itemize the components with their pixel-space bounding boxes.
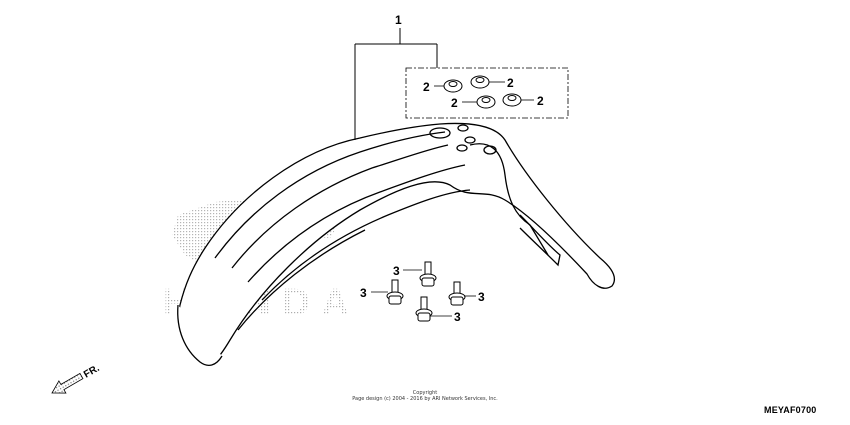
grommet-group-box [405,67,569,119]
callout-2-label-d[interactable]: 2 [537,94,544,108]
mount-hole-5 [483,145,497,155]
callout-3-label-d[interactable]: 3 [454,310,461,324]
callout-2-label-c[interactable]: 2 [451,96,458,110]
callout-3-label-c[interactable]: 3 [478,290,485,304]
bolt-1[interactable] [419,261,437,287]
grommet-4[interactable] [502,93,522,107]
callout-2-label-a[interactable]: 2 [423,80,430,94]
callout-3-label-b[interactable]: 3 [360,286,367,300]
fender-rib-5 [237,229,366,331]
callout-1-label[interactable]: 1 [395,13,402,27]
fender-rib-1 [214,131,446,259]
fender-front-lip [177,304,223,367]
mount-hole-2 [457,124,469,132]
bolt-2[interactable] [386,279,404,305]
grommet-1[interactable] [443,79,463,93]
fender-rear-flap [519,214,561,267]
front-direction-label: FR. [82,363,102,381]
fender-rib-2 [231,144,449,269]
diagram-code: MEYAF0700 [764,405,817,415]
grommets[interactable] [443,75,522,109]
mount-hole-3 [464,136,476,144]
copyright-line-1: Copyright [412,390,438,396]
bolt-leaders [371,269,476,317]
callout-1-bracket [354,28,438,140]
fender-rear-panel [469,143,549,256]
grommet-2[interactable] [470,75,490,89]
mount-hole-1 [429,127,451,139]
front-fender[interactable] [177,122,615,367]
front-direction-arrow-icon: FR. [51,363,102,394]
copyright-line-2: Page design (c) 2004 - 2016 by ARI Netwo… [352,396,498,402]
callout-3-label-a[interactable]: 3 [393,264,400,278]
fender-rib-4 [261,189,471,301]
bolts[interactable] [386,261,466,322]
callout-2-label-b[interactable]: 2 [507,76,514,90]
fender-rib-3 [247,164,466,283]
grommet-3[interactable] [476,95,496,109]
mount-hole-4 [456,144,468,152]
bolt-3[interactable] [448,281,466,306]
bolt-4[interactable] [415,296,433,322]
grommet-leaders [434,81,534,103]
